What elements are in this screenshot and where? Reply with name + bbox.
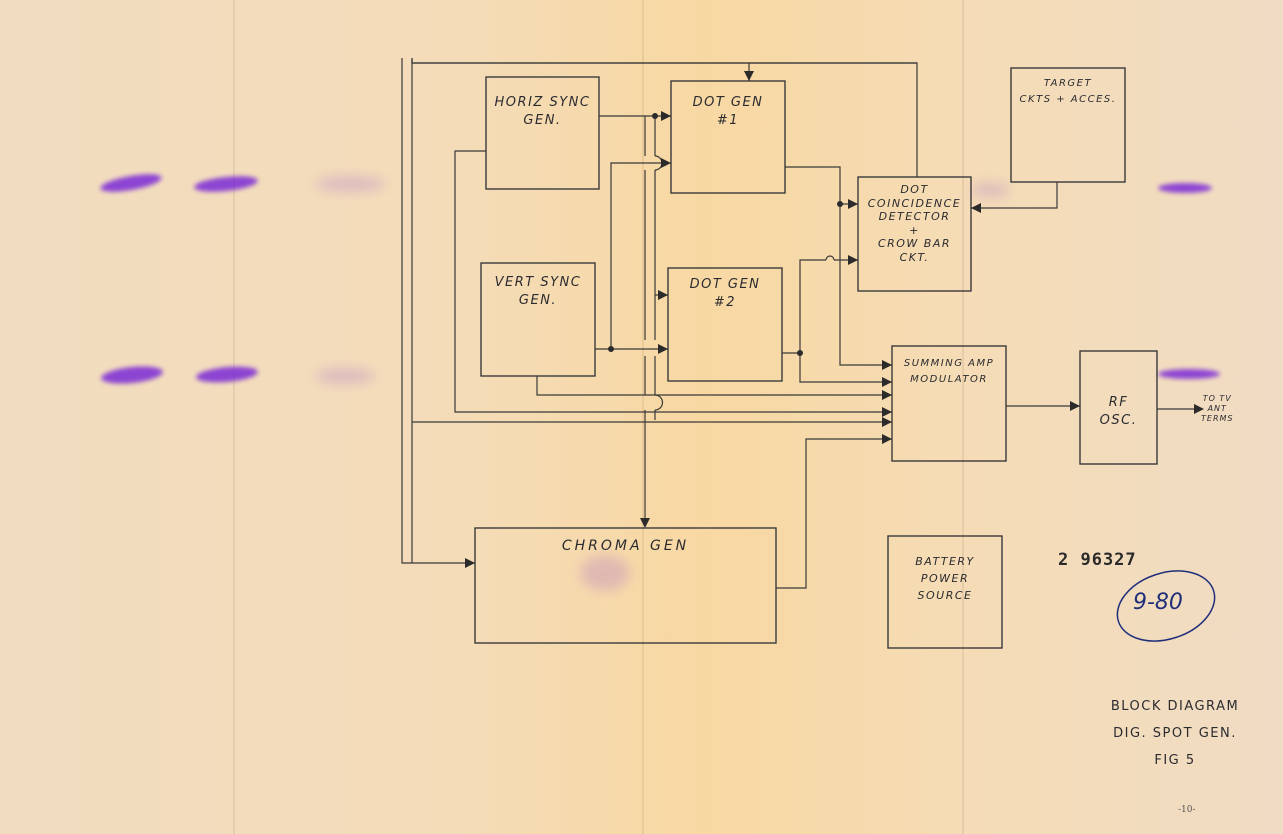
chroma-gen-block — [474, 527, 777, 644]
arrowhead — [882, 377, 892, 387]
fold-line — [962, 0, 964, 834]
stamp-number: 2 96327 — [1058, 550, 1137, 570]
connector-line — [454, 150, 892, 413]
junction-dot — [652, 113, 658, 119]
dot-gen-2-block — [667, 267, 783, 382]
junction-dot — [608, 346, 614, 352]
dot-coincidence-label: DOT COINCIDENCE DETECTOR + CROW BAR CKT. — [867, 183, 962, 264]
page-number: -10- — [1178, 805, 1196, 815]
connector-line — [776, 438, 892, 589]
circled-note: 9-80 — [1133, 590, 1183, 615]
ink-smudge — [315, 176, 385, 192]
fold-line — [642, 0, 644, 834]
arrowhead — [1070, 401, 1080, 411]
arrowhead — [882, 360, 892, 370]
junction-dot — [837, 201, 843, 207]
connector-line — [401, 58, 475, 564]
connector-line — [839, 204, 892, 366]
dot-gen-1-label: DOT GEN#1 — [692, 95, 764, 128]
dot-gen-2-label: DOT GEN#2 — [689, 277, 761, 310]
arrowhead — [465, 558, 475, 568]
arrowhead — [661, 158, 671, 168]
rf-osc-block — [1079, 350, 1158, 465]
ink-smudge — [580, 555, 630, 591]
target-block — [1010, 67, 1126, 183]
connector-line — [610, 162, 671, 349]
arrowhead — [882, 390, 892, 400]
dot-gen-1-block — [670, 80, 786, 194]
junction-dot — [797, 350, 803, 356]
crossover — [654, 394, 664, 411]
connector-line — [536, 376, 892, 396]
dot-coincidence-block — [857, 176, 972, 292]
arrowhead — [658, 344, 668, 354]
battery-block — [887, 535, 1003, 649]
connector-line — [971, 182, 1058, 209]
ink-smudge — [315, 368, 375, 384]
fold-line — [233, 0, 235, 834]
chroma-gen-label: CHROMA GEN — [561, 538, 690, 554]
arrowhead — [658, 290, 668, 300]
arrowhead — [882, 417, 892, 427]
ink-smudge — [1158, 183, 1212, 193]
arrowhead — [640, 518, 650, 528]
arrowhead — [1194, 404, 1204, 414]
arrowhead — [882, 407, 892, 417]
arrowhead — [882, 434, 892, 444]
summing-amp-block — [891, 345, 1007, 462]
arrowhead — [971, 203, 981, 213]
connector-line — [782, 259, 858, 354]
arrowhead — [848, 199, 858, 209]
connector-line — [785, 166, 858, 205]
vert-sync-block — [480, 262, 596, 377]
ink-smudge — [970, 183, 1010, 197]
crossover — [825, 255, 835, 261]
arrowhead — [848, 255, 858, 265]
ink-smudge — [1158, 369, 1220, 379]
arrowhead — [661, 111, 671, 121]
arrowhead — [744, 71, 754, 81]
horiz-sync-block — [485, 76, 600, 190]
circled-note-outline — [1116, 570, 1216, 642]
connector-line — [799, 353, 892, 383]
